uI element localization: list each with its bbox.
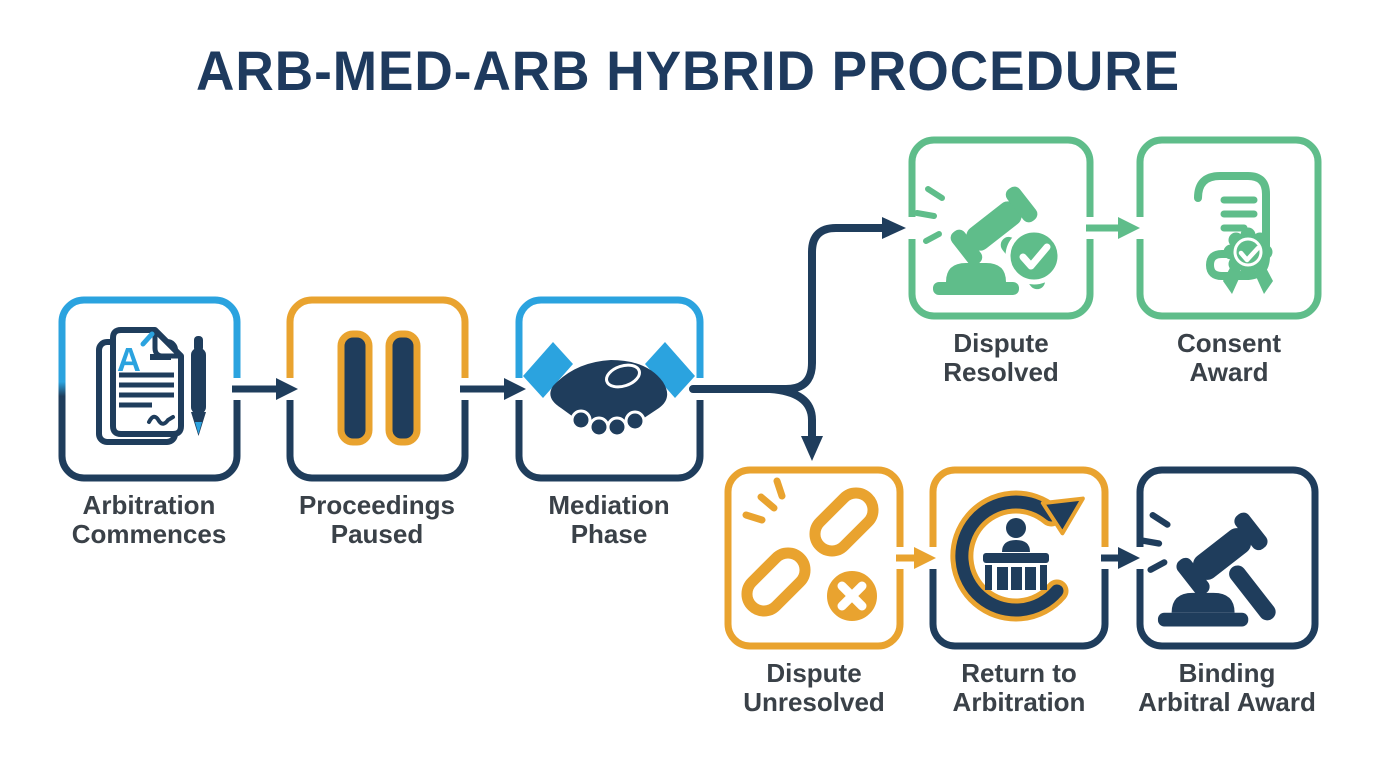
diagram-title: ARB-MED-ARB HYBRID PROCEDURE [196,40,1180,103]
label-arbitration-commences-2: Commences [72,519,227,549]
label-dispute-unresolved-2: Unresolved [743,687,885,717]
arrow-mediation-to-dispute-resolved [689,217,906,393]
arrow-return-to-binding [1101,547,1140,569]
arrow-commences-to-paused [232,378,298,400]
check-icon [1019,243,1051,270]
handshake-icon [523,342,695,438]
label-dispute-unresolved-1: Dispute [766,658,861,688]
label-return-to-arbitration-1: Return to [961,658,1077,688]
x-icon [837,581,867,611]
broken-chain-icon [741,477,881,625]
label-binding-arbitral-award-2: Arbitral Award [1138,687,1316,717]
label-binding-arbitral-award-1: Binding [1179,658,1276,688]
arrow-paused-to-mediation [460,378,526,400]
return-cycle-icon [950,490,1085,622]
label-dispute-resolved-1: Dispute [953,328,1048,358]
arbitrator-bench-icon [983,518,1049,590]
break-spark-lines [742,477,786,524]
label-proceedings-paused-1: Proceedings [299,490,455,520]
contract-letter-a: A [117,341,141,378]
label-consent-award-2: Award [1190,357,1269,387]
label-arbitration-commences-1: Arbitration [83,490,216,520]
gavel-check-icon [917,184,1076,314]
node-box-dispute-unresolved [724,466,904,650]
node-box-proceedings-paused [286,296,469,482]
label-mediation-phase-2: Phase [571,519,648,549]
arrow-resolved-to-consent-award [1086,217,1140,239]
label-consent-award-1: Consent [1177,328,1281,358]
rosette-seal-icon [1223,227,1273,294]
page-title: ARB-MED-ARB HYBRID PROCEDURE [196,40,1180,103]
node-boxes [58,136,1322,650]
label-proceedings-paused-2: Paused [331,519,424,549]
pen-icon [191,336,206,436]
label-dispute-resolved-2: Resolved [943,357,1059,387]
pause-icon [337,330,421,446]
arrow-unresolved-to-return [896,547,936,569]
scroll-seal-icon [1194,172,1273,294]
border-gaps [229,217,1148,569]
contract-documents-pen-icon: A [96,327,206,445]
label-mediation-phase-1: Mediation [548,490,669,520]
arrow-mediation-to-dispute-unresolved [766,385,823,461]
node-labels: Arbitration Commences Proceedings Paused… [72,328,1316,717]
flow-arrows [232,217,1140,569]
label-return-to-arbitration-2: Arbitration [953,687,1086,717]
